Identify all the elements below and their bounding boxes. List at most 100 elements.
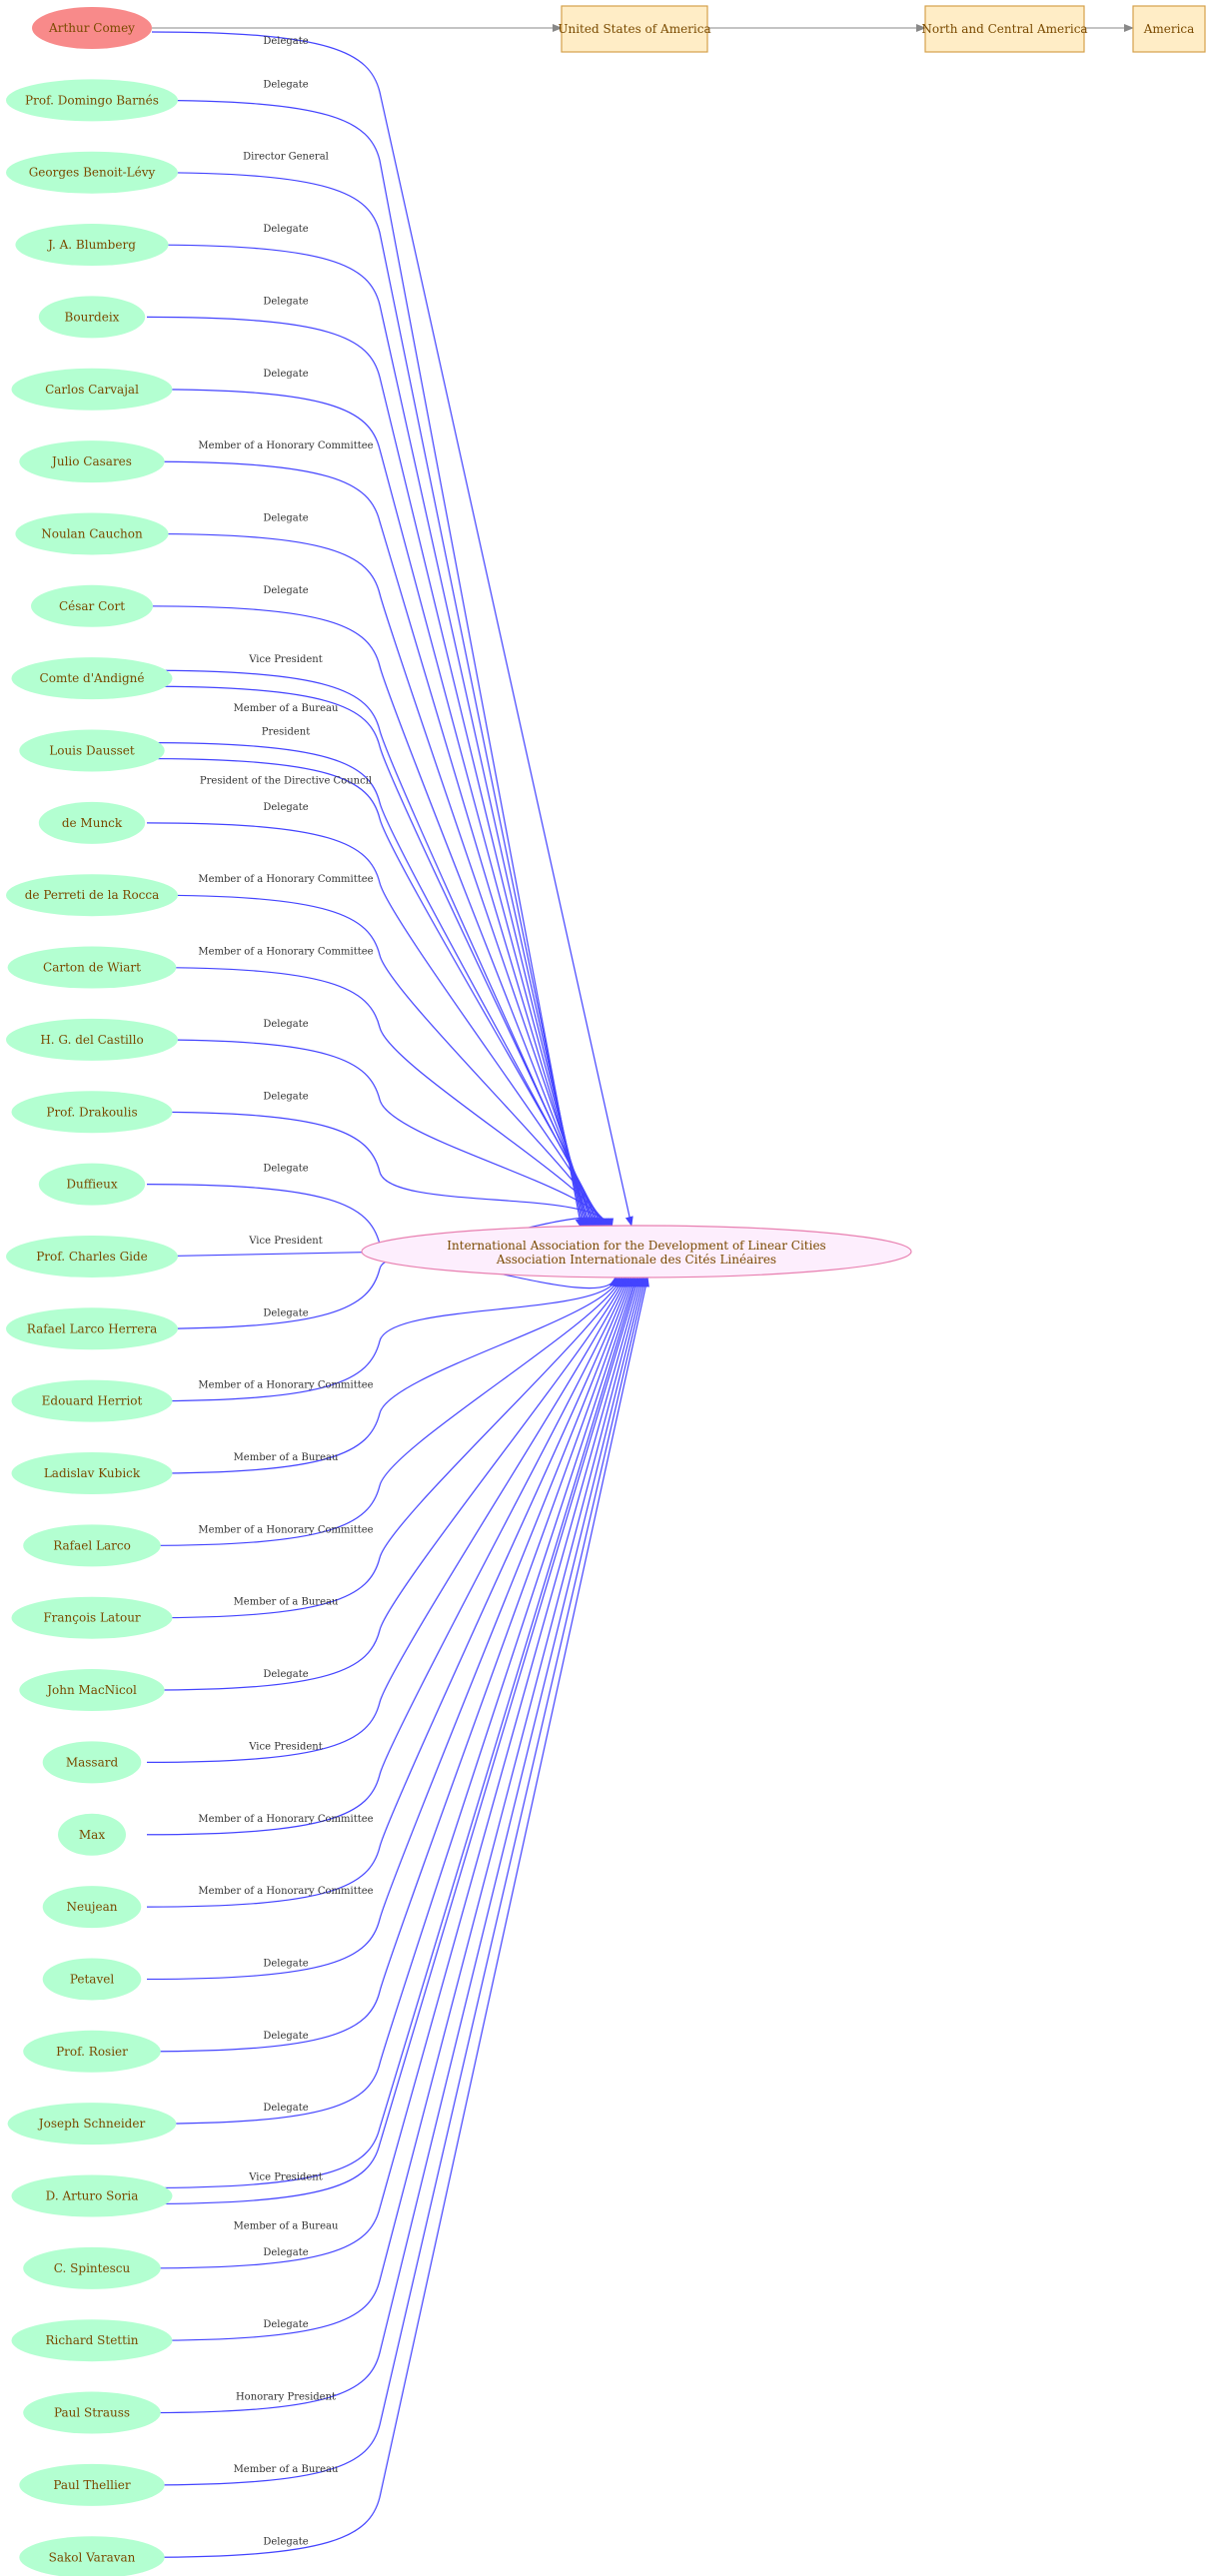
place-node: America bbox=[1132, 5, 1206, 53]
edge-person-center bbox=[146, 99, 584, 1229]
person-ellipse bbox=[58, 1813, 126, 1856]
person-node: de Munck bbox=[38, 801, 146, 844]
central-node: International Association for the Develo… bbox=[361, 1225, 912, 1279]
person-label: J. A. Blumberg bbox=[46, 238, 136, 252]
edge-label: Vice President bbox=[248, 654, 322, 665]
person-ellipse bbox=[42, 1958, 142, 2001]
edge-label: Delegate bbox=[263, 36, 308, 47]
person-node: François Latour bbox=[11, 1596, 173, 1639]
person-label: Neujean bbox=[66, 1900, 117, 1914]
edge-label: Member of a Honorary Committee bbox=[198, 1886, 373, 1897]
edge-person-center bbox=[146, 244, 588, 1229]
person-label: Duffieux bbox=[66, 1178, 118, 1192]
edge-label: Delegate bbox=[263, 1307, 308, 1318]
person-node: Duffieux bbox=[38, 1163, 146, 1206]
person-label: Petavel bbox=[70, 1972, 114, 1986]
person-label: D. Arturo Soria bbox=[46, 2189, 139, 2203]
edge-person-center bbox=[146, 1039, 610, 1229]
person-ellipse bbox=[15, 512, 169, 555]
edge-label: Delegate bbox=[263, 79, 308, 90]
edge-label: Member of a Bureau bbox=[234, 1597, 339, 1608]
person-ellipse bbox=[42, 1886, 142, 1929]
person-node: Prof. Charles Gide bbox=[6, 1235, 178, 1278]
person-ellipse bbox=[6, 79, 178, 122]
edge-person-center bbox=[146, 1277, 624, 1619]
edge-label: Member of a Bureau bbox=[234, 1452, 339, 1463]
edge-label: Delegate bbox=[263, 1091, 308, 1102]
person-node: Rafael Larco bbox=[23, 1524, 161, 1567]
edge-label: Delegate bbox=[263, 1164, 308, 1175]
person-node: Rafael Larco Herrera bbox=[6, 1307, 178, 1350]
edge-person-center bbox=[146, 894, 606, 1229]
edge-label: Vice President bbox=[248, 1236, 322, 1247]
person-node: Prof. Rosier bbox=[23, 2030, 161, 2073]
edge-label: Member of a Honorary Committee bbox=[198, 1380, 373, 1391]
edge-label: Honorary President bbox=[236, 2392, 336, 2403]
central-ellipse bbox=[361, 1225, 912, 1279]
edge-person-center bbox=[146, 1277, 626, 1691]
edge-label: Member of a Honorary Committee bbox=[198, 1524, 373, 1535]
person-label: César Cort bbox=[59, 599, 125, 613]
person-ellipse bbox=[15, 224, 169, 267]
edge-label: Member of a Bureau bbox=[234, 703, 339, 714]
person-label: Max bbox=[79, 1828, 105, 1842]
edge-label: Member of a Honorary Committee bbox=[198, 874, 373, 885]
edge-label: Member of a Honorary Committee bbox=[198, 1814, 373, 1825]
edge-person-center bbox=[146, 1277, 619, 1402]
person-label: Carton de Wiart bbox=[43, 961, 141, 975]
origin-ellipse bbox=[32, 7, 152, 49]
person-ellipse bbox=[38, 296, 146, 339]
person-label: Georges Benoit-Lévy bbox=[29, 166, 156, 180]
person-node: César Cort bbox=[31, 584, 153, 627]
person-ellipse bbox=[11, 1596, 173, 1639]
central-label-line2: Association Internationale des Cités Lin… bbox=[496, 1253, 776, 1267]
person-node: Carlos Carvajal bbox=[11, 368, 173, 411]
person-ellipse bbox=[6, 1235, 178, 1278]
person-ellipse bbox=[19, 729, 165, 772]
edge-person-center bbox=[146, 460, 593, 1229]
person-label: Ladislav Kubick bbox=[44, 1466, 141, 1480]
person-ellipse bbox=[11, 1091, 173, 1134]
person-ellipse bbox=[23, 2246, 161, 2289]
edge-label: Delegate bbox=[263, 224, 308, 235]
person-node: Louis Dausset bbox=[19, 729, 165, 772]
person-label: Sakol Varavan bbox=[49, 2550, 136, 2564]
person-label: Massard bbox=[66, 1755, 119, 1769]
edge-label: Delegate bbox=[263, 585, 308, 596]
edge-person-center bbox=[146, 1111, 612, 1229]
edge-person-center bbox=[146, 1277, 635, 2053]
person-label: Prof. Domingo Barnés bbox=[25, 93, 159, 107]
person-node: Edouard Herriot bbox=[11, 1379, 173, 1422]
edges-layer bbox=[141, 24, 1134, 2558]
person-ellipse bbox=[11, 2319, 173, 2362]
person-node: Comte d'Andigné bbox=[11, 657, 173, 700]
person-label: Louis Dausset bbox=[49, 744, 135, 758]
person-label: Rafael Larco Herrera bbox=[27, 1321, 157, 1335]
person-node: de Perreti de la Rocca bbox=[6, 874, 178, 917]
edge-label: Delegate bbox=[263, 369, 308, 380]
edge-label: Vice President bbox=[248, 2172, 322, 2183]
person-label: Joseph Schneider bbox=[37, 2117, 146, 2131]
person-ellipse bbox=[19, 440, 165, 483]
edge-label: Delegate bbox=[263, 2103, 308, 2114]
person-node: Richard Stettin bbox=[11, 2319, 173, 2362]
person-ellipse bbox=[31, 584, 153, 627]
edge-person-center bbox=[146, 1277, 648, 2486]
person-node: Carton de Wiart bbox=[7, 946, 177, 989]
edge-label: Delegate bbox=[263, 2031, 308, 2042]
person-node-origin: Arthur Comey bbox=[32, 7, 152, 49]
person-ellipse bbox=[11, 2174, 173, 2217]
person-node: Noulan Cauchon bbox=[15, 512, 169, 555]
edge-person-center bbox=[141, 757, 604, 1229]
person-ellipse bbox=[7, 2103, 177, 2146]
person-label: Richard Stettin bbox=[45, 2333, 138, 2347]
edge-label: Delegate bbox=[263, 802, 308, 813]
person-ellipse bbox=[38, 801, 146, 844]
person-node: Julio Casares bbox=[19, 440, 165, 483]
person-ellipse bbox=[23, 1524, 161, 1567]
person-label: Paul Thellier bbox=[53, 2478, 131, 2492]
person-node: Prof. Domingo Barnés bbox=[6, 79, 178, 122]
person-label: Noulan Cauchon bbox=[41, 526, 143, 540]
